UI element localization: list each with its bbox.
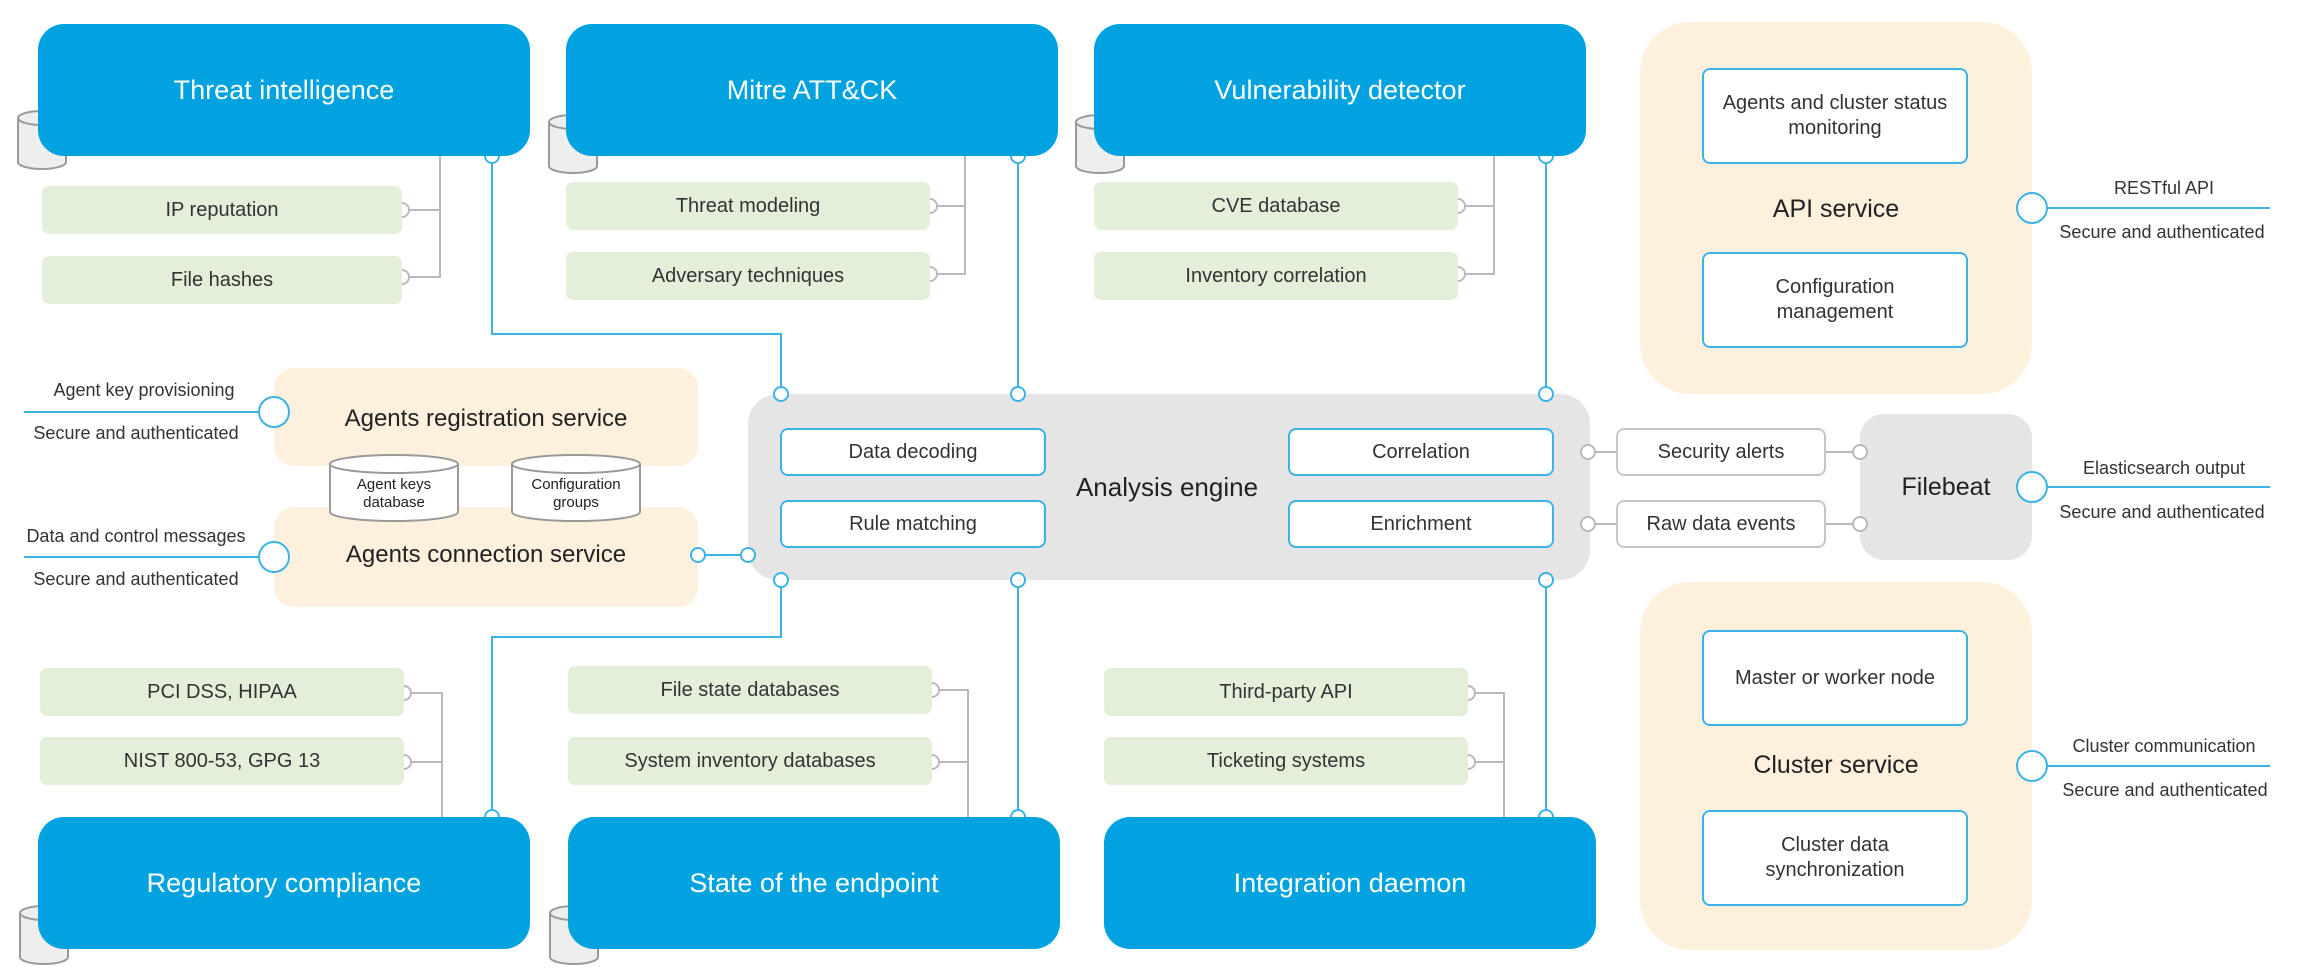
cve-database-item: CVE database [1094,182,1458,230]
data-decoding-box: Data decoding [780,428,1046,476]
enrichment-box: Enrichment [1288,500,1554,548]
agents-connection-panel [274,507,698,607]
state-of-endpoint-title: State of the endpoint [689,867,939,898]
correlation-box: Correlation [1288,428,1554,476]
agent-keys-database-label: Agent keys database [356,476,432,511]
agents-cluster-monitoring-box: Agents and cluster status monitoring [1702,68,1968,164]
api-service-title: API service [1772,194,1900,223]
regulatory-compliance-title: Regulatory compliance [146,867,422,898]
state-of-endpoint-module[interactable]: State of the endpoint [568,817,1060,949]
cluster-secure-label: Secure and authenticated [2062,780,2268,800]
filebeat-panel [1860,414,2032,560]
mitre-title: Mitre ATT&CK [726,74,898,105]
registration-secure-label: Secure and authenticated [33,423,239,443]
analysis-engine-panel [748,394,1590,580]
integration-daemon-title: Integration daemon [1233,867,1467,898]
threat-intelligence-module[interactable]: Threat intelligence [38,24,530,156]
ip-reputation-item: IP reputation [42,186,402,234]
mitre-module[interactable]: Mitre ATT&CK [566,24,1058,156]
master-worker-node-box: Master or worker node [1702,630,1968,726]
file-state-databases-item: File state databases [568,666,932,714]
regulatory-link [491,580,782,817]
ticketing-systems-item: Ticketing systems [1104,737,1468,785]
configuration-management-box: Configuration management [1702,252,1968,348]
connection-secure-label: Secure and authenticated [33,569,239,589]
agent-key-provisioning-label: Agent key provisioning [53,380,235,400]
threat-intelligence-title: Threat intelligence [173,74,395,105]
elasticsearch-output-label: Elasticsearch output [2082,458,2246,478]
rule-matching-box: Rule matching [780,500,1046,548]
agents-registration-panel [274,368,698,466]
regulatory-compliance-module[interactable]: Regulatory compliance [38,817,530,949]
third-party-api-item: Third-party API [1104,668,1468,716]
nist-item: NIST 800-53, GPG 13 [40,737,404,785]
file-hashes-item: File hashes [42,256,402,304]
data-control-messages-label: Data and control messages [26,526,246,546]
integration-daemon-module[interactable]: Integration daemon [1104,817,1596,949]
threat-intel-link [491,156,782,394]
filebeat-title: Filebeat [1901,472,1991,501]
cluster-communication-label: Cluster communication [2072,736,2256,756]
raw-data-events-box: Raw data events [1616,500,1826,548]
cluster-service-title: Cluster service [1753,750,1919,779]
agents-registration-title: Agents registration service [344,405,628,432]
analysis-engine-title: Analysis engine [1075,471,1259,502]
filebeat-secure-label: Secure and authenticated [2059,502,2265,522]
threat-modeling-item: Threat modeling [566,182,930,230]
cluster-data-sync-box: Cluster data synchronization [1702,810,1968,906]
vulnerability-detector-title: Vulnerability detector [1214,74,1466,105]
inventory-correlation-item: Inventory correlation [1094,252,1458,300]
configuration-groups-label: Configuration groups [531,476,621,511]
agents-connection-title: Agents connection service [345,541,627,568]
vulnerability-detector-module[interactable]: Vulnerability detector [1094,24,1586,156]
security-alerts-box: Security alerts [1616,428,1826,476]
api-secure-label: Secure and authenticated [2059,222,2265,242]
pci-dss-item: PCI DSS, HIPAA [40,668,404,716]
restful-api-label: RESTful API [2113,178,2215,198]
adversary-techniques-item: Adversary techniques [566,252,930,300]
system-inventory-databases-item: System inventory databases [568,737,932,785]
